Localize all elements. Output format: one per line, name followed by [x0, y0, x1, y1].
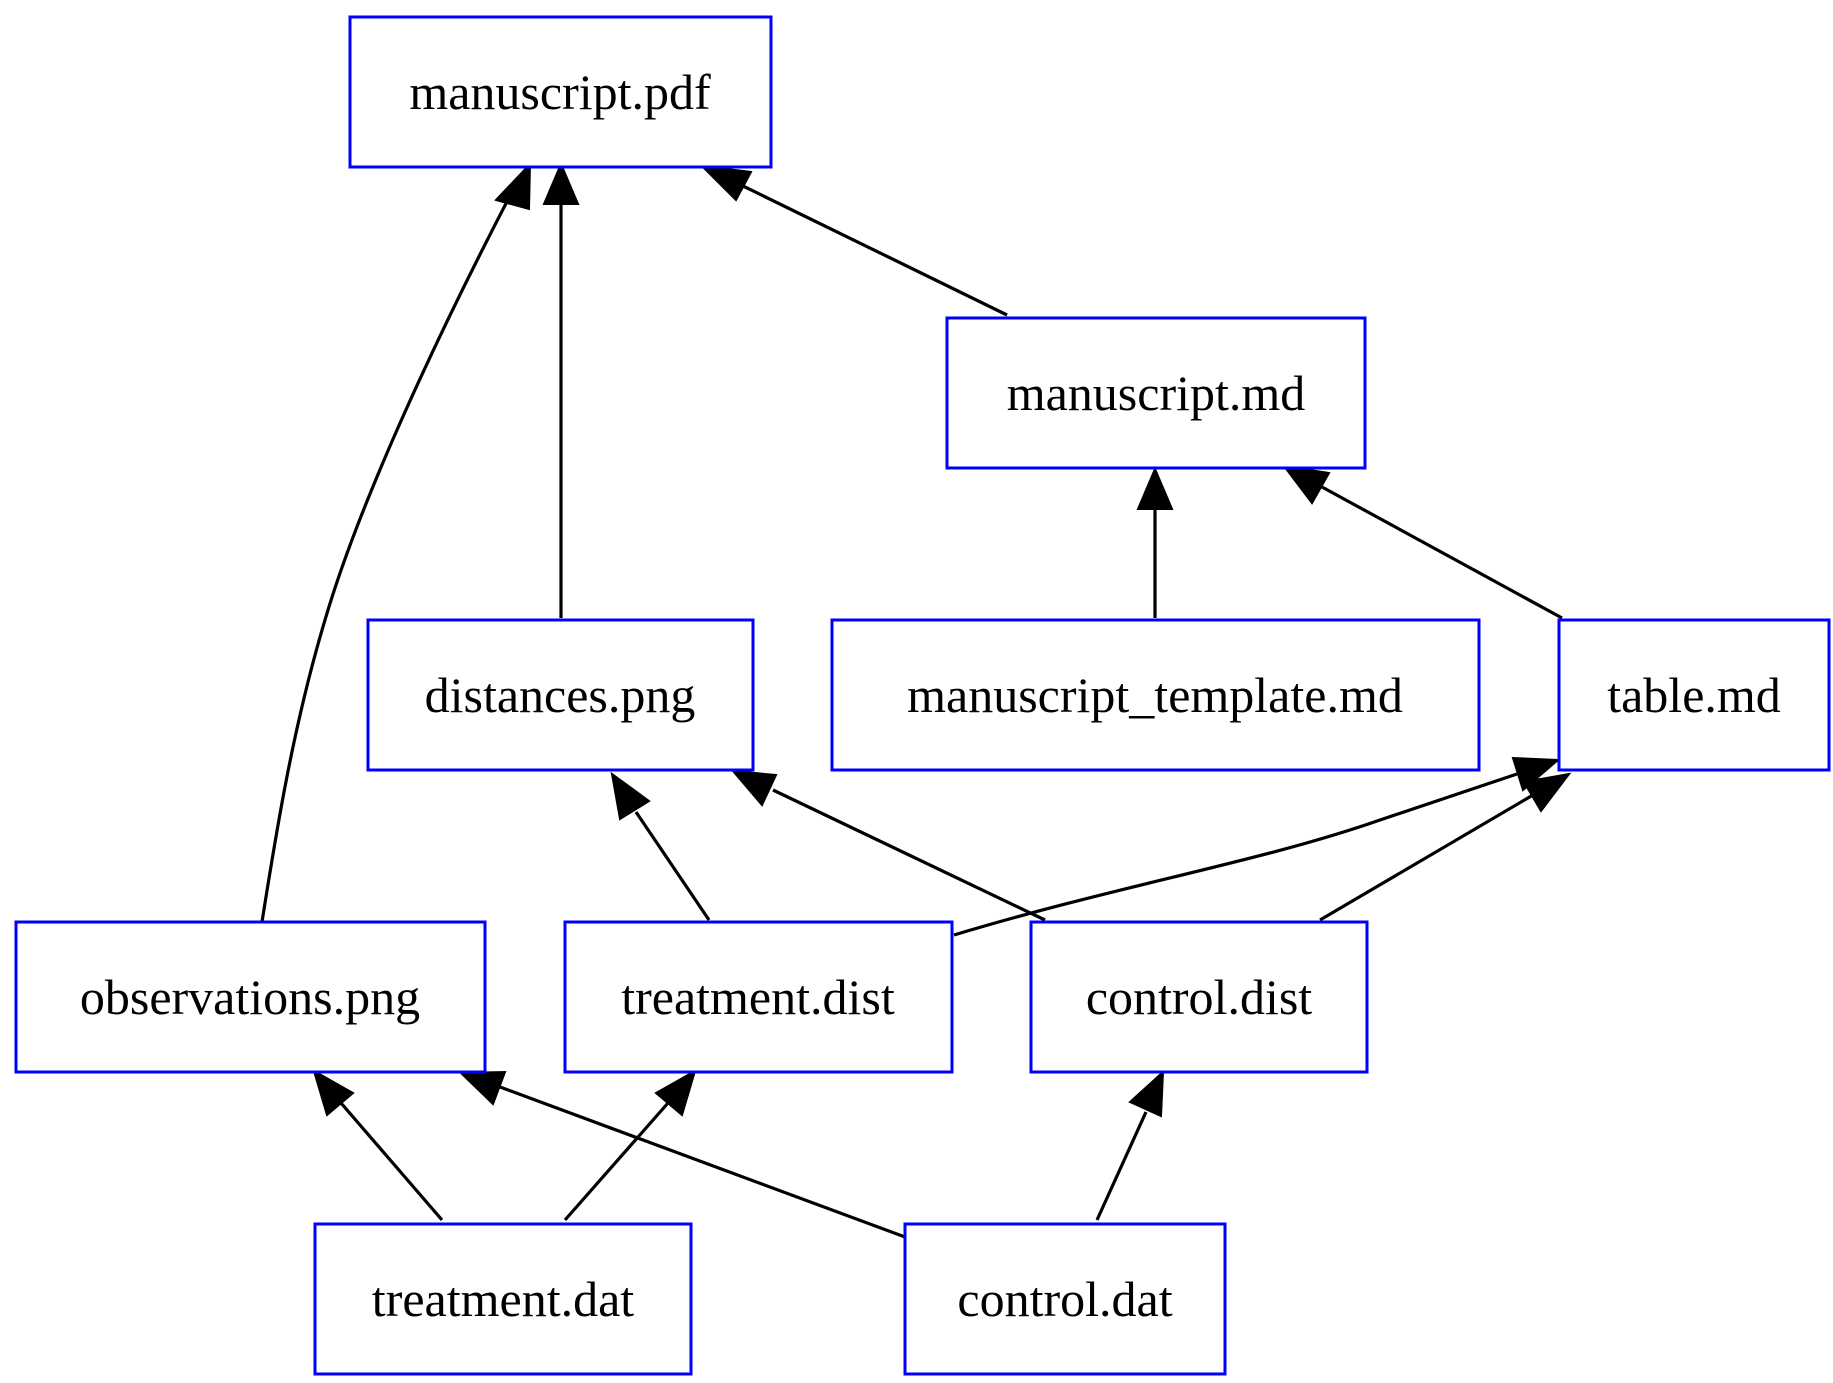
- node-observations-png: observations.png: [14, 920, 487, 1074]
- node-control-dist: control.dist: [1029, 920, 1369, 1074]
- node-label-observations-png: observations.png: [80, 969, 420, 1025]
- node-label-control-dist: control.dist: [1086, 969, 1312, 1025]
- edge-treatment-dist-to-distances-png: [610, 771, 711, 921]
- edge-treatment-dist-to-table-md: [953, 756, 1561, 937]
- node-label-manuscript-pdf: manuscript.pdf: [409, 64, 711, 120]
- edge-manuscript-template-md-to-manuscript-md: [1136, 466, 1174, 618]
- node-manuscript-pdf: manuscript.pdf: [348, 15, 773, 169]
- node-label-control-dat: control.dat: [957, 1271, 1172, 1327]
- node-label-table-md: table.md: [1607, 667, 1781, 723]
- node-label-manuscript-template-md: manuscript_template.md: [907, 667, 1403, 723]
- node-label-distances-png: distances.png: [425, 667, 696, 723]
- node-label-treatment-dat: treatment.dat: [372, 1271, 634, 1327]
- node-control-dat: control.dat: [903, 1222, 1227, 1376]
- nodes: manuscript.pdf manuscript.md distances.p…: [14, 15, 1831, 1376]
- edge-control-dist-to-table-md: [1319, 772, 1572, 922]
- node-treatment-dist: treatment.dist: [563, 920, 954, 1074]
- edge-table-md-to-manuscript-md: [1281, 464, 1563, 620]
- edges: [260, 161, 1572, 1239]
- node-manuscript-template-md: manuscript_template.md: [830, 618, 1481, 772]
- edge-manuscript-md-to-manuscript-pdf: [699, 164, 1008, 317]
- node-manuscript-md: manuscript.md: [945, 316, 1367, 470]
- edge-control-dat-to-control-dist: [1095, 1069, 1165, 1221]
- node-label-manuscript-md: manuscript.md: [1007, 365, 1306, 421]
- node-treatment-dat: treatment.dat: [313, 1222, 693, 1376]
- node-table-md: table.md: [1557, 618, 1831, 772]
- edge-observations-png-to-manuscript-pdf: [260, 161, 532, 923]
- edge-treatment-dat-to-observations-png: [312, 1068, 444, 1222]
- edge-treatment-dat-to-treatment-dist: [563, 1068, 697, 1222]
- node-distances-png: distances.png: [366, 618, 755, 772]
- edge-control-dist-to-distances-png: [730, 769, 1046, 922]
- edge-distances-png-to-manuscript-pdf: [542, 161, 580, 618]
- node-label-treatment-dist: treatment.dist: [621, 969, 895, 1025]
